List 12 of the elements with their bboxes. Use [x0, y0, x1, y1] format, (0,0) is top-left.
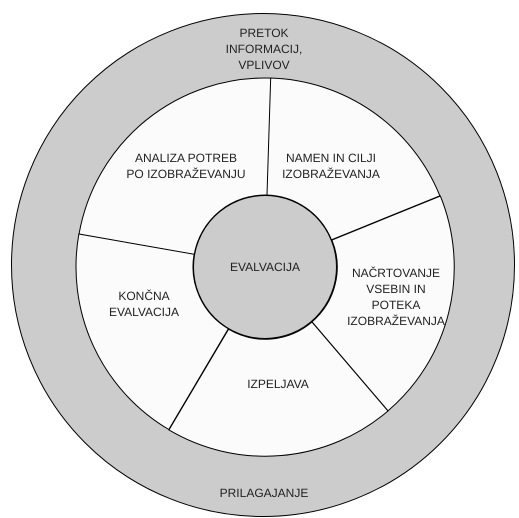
- segment-label: ANALIZA POTREB PO IZOBRAŽEVANJU: [126, 150, 246, 182]
- sector-segment: [266, 77, 442, 241]
- segment-label: KONČNA EVALVACIJA: [108, 288, 180, 320]
- sector-segment: [75, 233, 230, 431]
- sector-segment: [310, 194, 455, 412]
- center-label: EVALVACIJA: [230, 259, 300, 275]
- segment-label: IZPELJAVA: [246, 376, 310, 392]
- ring-label: PRETOK INFORMACIJ, VPLIVOV: [224, 25, 304, 73]
- segment-label: NAMEN IN CILJI IZOBRAŽEVANJA: [281, 150, 381, 182]
- segment-label: NAČRTOVANJE VSEBIN IN POTEKA IZOBRAŽEVANJA: [346, 264, 446, 329]
- sector-segment: [78, 77, 272, 256]
- ring-label: PRILAGAJANJE: [218, 485, 310, 501]
